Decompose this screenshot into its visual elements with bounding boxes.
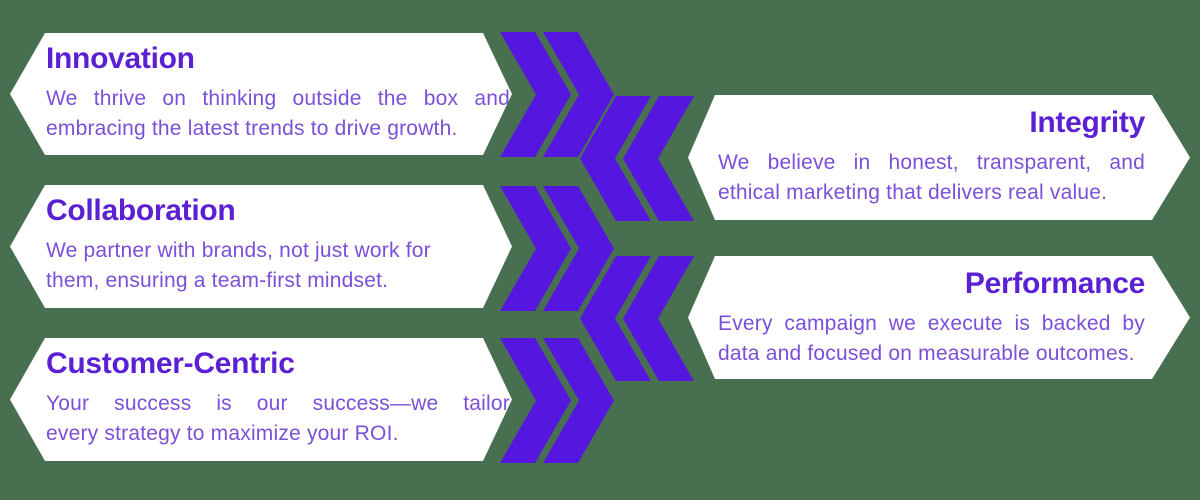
card-title: Collaboration xyxy=(46,194,236,227)
card-innovation: Innovation We thrive on thinking outside… xyxy=(10,33,512,155)
card-body-line: every strategy to maximize your ROI. xyxy=(46,422,399,445)
chevrons-left-icon xyxy=(580,96,694,221)
card-body-line: them, ensuring a team-first mindset. xyxy=(46,269,389,292)
chevrons-right-icon xyxy=(500,32,614,157)
chevrons-right-icon xyxy=(500,338,614,463)
card-body-line: We believe in honest, transparent, and xyxy=(718,151,1145,174)
card-body-line: embracing the latest trends to drive gro… xyxy=(46,117,458,140)
card-body-line: Your success is our success—we tailor xyxy=(46,392,510,415)
card-body-line: We partner with brands, not just work fo… xyxy=(46,239,431,262)
card-body-line: ethical marketing that delivers real val… xyxy=(718,181,1108,204)
card-body-line: We thrive on thinking outside the box an… xyxy=(46,87,510,110)
card-title: Customer-Centric xyxy=(46,347,295,380)
card-body-line: Every campaign we execute is backed by xyxy=(718,312,1145,335)
chevrons-left-icon xyxy=(580,256,694,381)
card-title: Innovation xyxy=(46,42,195,75)
card-body-line: data and focused on measurable outcomes. xyxy=(718,342,1135,365)
card-performance: Performance Every campaign we execute is… xyxy=(688,256,1190,379)
card-title: Performance xyxy=(964,267,1145,300)
card-integrity: Integrity We believe in honest, transpar… xyxy=(688,95,1190,220)
card-customer-centric: Customer-Centric Your success is our suc… xyxy=(10,338,512,461)
card-collaboration: Collaboration We partner with brands, no… xyxy=(10,185,512,308)
chevrons-right-icon xyxy=(500,186,614,311)
card-title: Integrity xyxy=(1029,106,1145,139)
